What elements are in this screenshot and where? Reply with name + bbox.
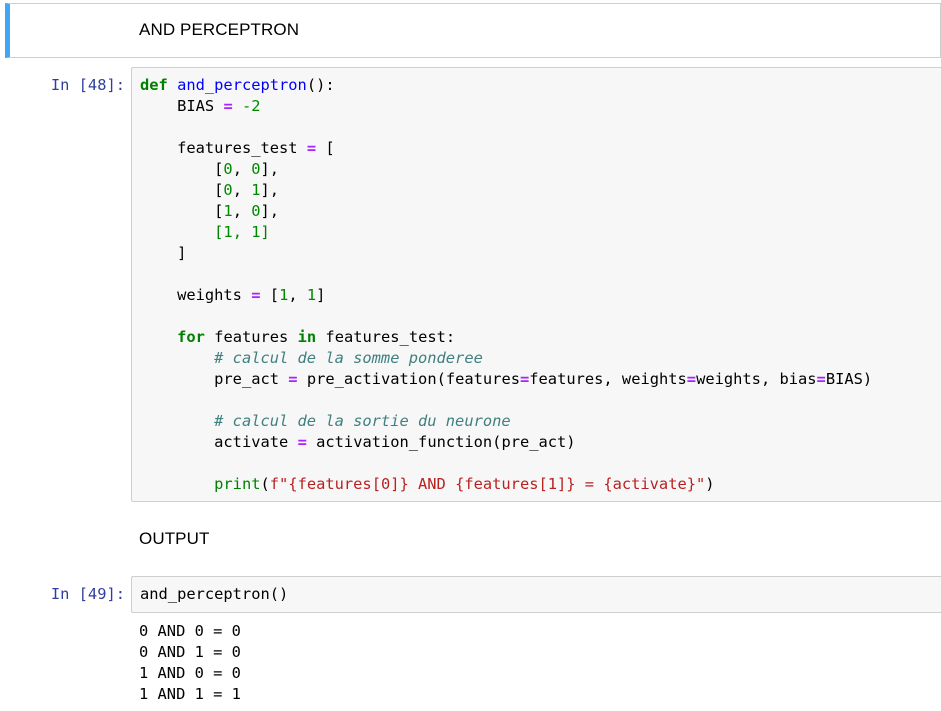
activate-name: activate <box>214 433 289 451</box>
bias-value: -2 <box>242 97 261 115</box>
loop-iterable: features_test: <box>325 328 456 346</box>
code-line-activate: activate = activation_function(pre_act) <box>140 432 872 453</box>
code-line-blank <box>140 117 872 138</box>
cell-49-code-editor[interactable]: and_perceptron() <box>131 576 941 613</box>
print-builtin: print <box>214 475 261 493</box>
comment: # calcul de la somme ponderee <box>214 349 483 367</box>
pre-act-arg: BIAS) <box>825 370 873 388</box>
activate-operator: = <box>297 433 307 451</box>
cell-49-code: and_perceptron() <box>140 584 288 605</box>
pre-act-operator: = <box>288 370 298 388</box>
code-line-row: [1, 0], <box>140 202 280 220</box>
print-open: ( <box>260 475 270 493</box>
code-line-for: for features in features_test: <box>140 327 872 348</box>
keyword-for: for <box>177 328 205 346</box>
bias-name: BIAS <box>177 97 215 115</box>
weights-value: 1 <box>279 286 289 304</box>
activate-call: activation_function(pre_act) <box>316 433 576 451</box>
row-value: 1 <box>251 223 261 241</box>
function-name: and_perceptron <box>177 76 307 94</box>
code-line-comment: # calcul de la somme ponderee <box>140 348 872 369</box>
pre-act-name: pre_act <box>214 370 280 388</box>
row-value: 1 <box>223 202 233 220</box>
pre-act-call: pre_activation(features <box>306 370 520 388</box>
row-tail: ] <box>260 223 270 241</box>
pre-act-arg: features, weights <box>529 370 687 388</box>
def-tail: (): <box>306 76 335 94</box>
features-name: features_test <box>177 139 298 157</box>
code-line-blank <box>140 306 872 327</box>
cell-49-prompt: In [49]: <box>50 585 125 603</box>
keyword-in: in <box>297 328 317 346</box>
code-line-print: print(f"{features[0]} AND {features[1]} … <box>140 474 872 495</box>
output-line: 0 AND 1 = 0 <box>139 643 241 661</box>
kwarg-operator: = <box>816 370 826 388</box>
code-line-blank <box>140 390 872 411</box>
code-line-features-close: ] <box>140 243 872 264</box>
features-operator: = <box>306 139 317 157</box>
markdown-cell-title[interactable] <box>5 3 941 58</box>
row-tail: ], <box>260 202 280 220</box>
code-line-call: and_perceptron() <box>140 585 289 603</box>
output-line: 1 AND 1 = 1 <box>139 685 241 703</box>
print-fstring: f"{features[0]} AND {features[1]} = {act… <box>269 475 706 493</box>
cell-48-code-editor[interactable]: def and_perceptron(): BIAS = -2 features… <box>131 67 941 502</box>
code-line-blank <box>140 453 872 474</box>
cell-49-output: 0 AND 0 = 0 0 AND 1 = 0 1 AND 0 = 0 1 AND 1… <box>139 621 241 705</box>
cell-48-prompt: In [48]: <box>50 76 125 94</box>
markdown-output-heading: OUTPUT <box>139 529 210 548</box>
weights-operator: = <box>251 286 261 304</box>
keyword-def: def <box>140 76 168 94</box>
cell-48-code: def and_perceptron(): BIAS = -2 features… <box>140 75 872 495</box>
comment: # calcul de la sortie du neurone <box>214 412 511 430</box>
features-close-bracket: ] <box>177 244 187 262</box>
row-tail: ], <box>260 181 280 199</box>
code-line-row: [0, 0], <box>140 160 280 178</box>
row-value: 0 <box>251 202 261 220</box>
loop-variable: features <box>214 328 289 346</box>
code-line-features-open: features_test = [ <box>140 138 872 159</box>
code-line-bias: BIAS = -2 <box>140 96 872 117</box>
features-open-bracket: [ <box>325 139 335 157</box>
code-line-comment: # calcul de la sortie du neurone <box>140 411 872 432</box>
row-value: 0 <box>251 160 261 178</box>
row-tail: ], <box>260 160 280 178</box>
code-line-blank <box>140 264 872 285</box>
output-line: 0 AND 0 = 0 <box>139 622 241 640</box>
weights-value: 1 <box>306 286 317 304</box>
code-line-row-highlighted: [1, 1] <box>214 223 270 241</box>
weights-name: weights <box>177 286 242 304</box>
pre-act-arg: weights, bias <box>696 370 817 388</box>
row-value: 0 <box>223 160 233 178</box>
row-value: 1 <box>223 223 233 241</box>
row-value: 0 <box>223 181 233 199</box>
code-line-weights: weights = [1, 1] <box>177 286 326 304</box>
kwarg-operator: = <box>686 370 697 388</box>
output-line: 1 AND 0 = 0 <box>139 664 241 682</box>
markdown-title: AND PERCEPTRON <box>139 20 300 39</box>
code-line-def: def and_perceptron(): <box>140 75 872 96</box>
kwarg-operator: = <box>519 370 530 388</box>
print-close: ) <box>705 475 715 493</box>
row-value: 1 <box>251 181 261 199</box>
code-line-row: [0, 1], <box>140 181 280 199</box>
bias-operator: = <box>223 97 233 115</box>
code-line-pre-act: pre_act = pre_activation(features=featur… <box>140 369 872 390</box>
